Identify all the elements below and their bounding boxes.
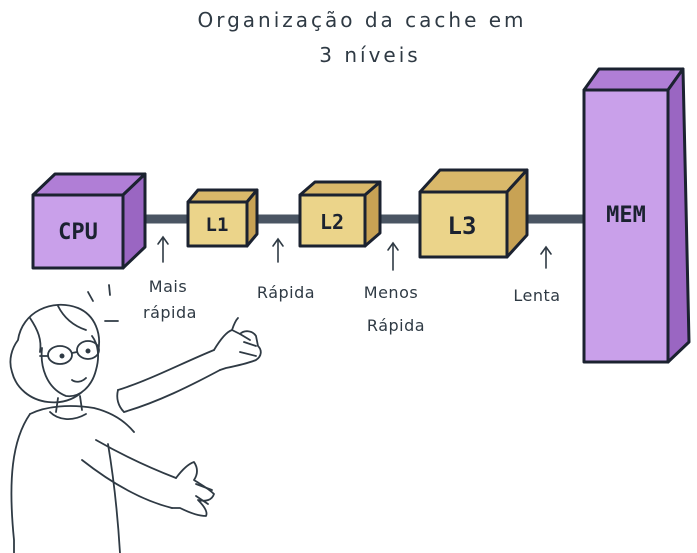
lower-hand (171, 461, 215, 517)
speed-arrows (157, 235, 552, 271)
memory-block: MEM (582, 67, 691, 364)
arrow-up-icon (540, 245, 552, 269)
presenter-illustration (9, 284, 262, 553)
cpu-label: CPU (58, 220, 98, 245)
mouth (71, 377, 87, 383)
raised-hand (213, 329, 262, 371)
hair-strand (57, 305, 87, 331)
mem-label: MEM (606, 203, 646, 228)
l1-cache-block: L1 (186, 188, 259, 248)
speed-label-l1-line2: rápida (143, 303, 197, 322)
glasses-icon (39, 340, 100, 365)
mem-front-face (582, 88, 670, 364)
l3-label: L3 (448, 212, 477, 240)
l2-label: L2 (320, 210, 344, 234)
speed-label-mem: Lenta (513, 286, 560, 305)
raised-arm-bottom (123, 369, 221, 413)
speed-label-l2: Rápida (257, 283, 315, 302)
shoulders (29, 405, 135, 433)
arrow-up-icon (387, 241, 399, 271)
torso-left (10, 413, 31, 553)
collar (49, 411, 87, 420)
lower-arm-top (95, 439, 177, 479)
speed-label-l3-line2: Rápida (367, 316, 425, 335)
mem-side-face (666, 67, 691, 364)
diagram-title-line2: 3 níveis (319, 43, 420, 67)
cpu-front-face (31, 193, 125, 270)
l1-label: L1 (206, 214, 229, 236)
l2-side-face (363, 180, 382, 248)
speech-marks (87, 284, 119, 322)
speed-label-l1-line1: Mais (149, 277, 187, 296)
l1-front-face (186, 200, 249, 248)
arrow-up-icon (272, 237, 284, 263)
sleeve (116, 389, 125, 413)
raised-arm-top (117, 349, 215, 391)
l3-front-face (418, 190, 509, 259)
diagram-title-line1: Organização da cache em (197, 8, 526, 32)
l2-cache-block: L2 (298, 180, 382, 248)
face (40, 335, 99, 398)
arrow-up-icon (157, 235, 169, 263)
speed-label-l3-line1: Menos (364, 283, 418, 302)
torso-right (107, 443, 121, 553)
lower-arm-bottom (81, 459, 173, 509)
mem-top-face (582, 67, 685, 92)
hair-strand (29, 317, 42, 353)
l3-cache-block: L3 (418, 168, 529, 259)
l2-front-face (298, 193, 367, 248)
cpu-block: CPU (31, 172, 147, 270)
